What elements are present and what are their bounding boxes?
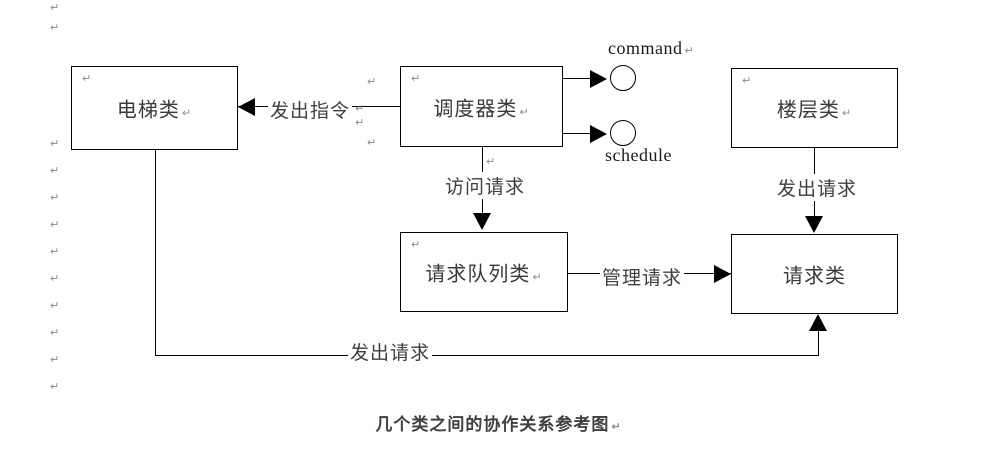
paragraph-mark: ↵ (50, 299, 60, 312)
paragraph-mark: ↵ (82, 72, 92, 85)
arrowhead-right-schedule (590, 125, 607, 143)
arrowhead-up-request (809, 314, 827, 331)
class-box-floor-text: 楼层类 (776, 97, 840, 122)
paragraph-mark: ↵ (532, 270, 543, 284)
edge-label-send-request-elevator: 发出请求 (348, 338, 433, 365)
interface-label-command: command↵ (608, 38, 694, 59)
interface-circle-command[interactable] (610, 65, 636, 91)
edge-line-send-request-elevator-vertical (155, 150, 156, 356)
class-box-request-queue[interactable]: ↵ 请求队列类↵ (400, 232, 568, 312)
arrowhead-left-elevator (238, 98, 255, 116)
diagram-caption: 几个类之间的协作关系参考图↵ (0, 410, 997, 435)
paragraph-mark: ↵ (684, 44, 695, 57)
paragraph-mark: ↵ (355, 102, 365, 115)
edge-line-send-request-elevator-riser (818, 330, 819, 356)
paragraph-mark: ↵ (50, 353, 60, 366)
paragraph-mark: ↵ (50, 245, 60, 258)
class-box-scheduler-label: 调度器类↵ (401, 92, 562, 121)
interface-label-command-text: command (608, 38, 683, 58)
paragraph-mark: ↵ (50, 191, 60, 204)
edge-label-send-request-floor: 发出请求 (775, 174, 860, 201)
class-box-request-queue-label: 请求队列类↵ (401, 258, 567, 287)
paragraph-mark: ↵ (181, 106, 193, 120)
interface-circle-schedule[interactable] (610, 120, 636, 146)
paragraph-mark: ↵ (50, 380, 60, 393)
edge-line-send-request-elevator-horizontal (155, 355, 819, 356)
paragraph-mark: ↵ (367, 75, 377, 88)
edge-label-issue-command-text: 发出指令 (270, 100, 351, 122)
paragraph-mark: ↵ (411, 72, 421, 85)
class-box-elevator[interactable]: ↵ 电梯类↵ (71, 66, 238, 150)
class-box-request[interactable]: 请求类 (731, 234, 898, 314)
paragraph-mark: ↵ (50, 272, 60, 285)
class-box-scheduler[interactable]: ↵ 调度器类↵ (400, 66, 563, 147)
paragraph-mark: ↵ (50, 326, 60, 339)
class-box-request-label: 请求类 (783, 263, 846, 288)
paragraph-mark: ↵ (841, 106, 853, 120)
arrowhead-down-request (805, 216, 823, 233)
paragraph-mark: ↵ (50, 218, 60, 231)
interface-line-schedule (563, 133, 599, 134)
edge-label-manage-request: 管理请求 (600, 263, 685, 290)
paragraph-mark: ↵ (50, 164, 60, 177)
paragraph-mark: ↵ (50, 1, 60, 14)
arrowhead-down-request-queue (473, 213, 491, 230)
class-box-floor-label: 楼层类↵ (732, 94, 897, 123)
arrowhead-right-request (714, 265, 731, 283)
edge-label-access-request: 访问请求 (443, 172, 528, 199)
paragraph-mark: ↵ (486, 155, 496, 168)
diagram-caption-text: 几个类之间的协作关系参考图 (375, 415, 610, 435)
paragraph-mark: ↵ (519, 105, 530, 118)
class-box-request-queue-text: 请求队列类 (425, 261, 531, 286)
class-box-scheduler-text: 调度器类 (433, 96, 518, 120)
interface-line-command (563, 78, 599, 79)
class-box-floor[interactable]: ↵ 楼层类↵ (731, 68, 898, 148)
edge-label-issue-command: 发出指令 (268, 96, 353, 123)
paragraph-mark: ↵ (50, 21, 60, 34)
paragraph-mark: ↵ (611, 420, 622, 433)
interface-label-schedule: schedule (605, 145, 672, 165)
class-box-elevator-label: 电梯类↵ (72, 94, 237, 123)
paragraph-mark: ↵ (411, 238, 421, 251)
paragraph-mark: ↵ (742, 74, 752, 87)
arrowhead-right-command (590, 70, 607, 88)
paragraph-mark: ↵ (50, 137, 60, 150)
class-box-elevator-text: 电梯类 (116, 97, 180, 122)
paragraph-mark: ↵ (355, 116, 365, 129)
paragraph-mark: ↵ (367, 136, 377, 149)
